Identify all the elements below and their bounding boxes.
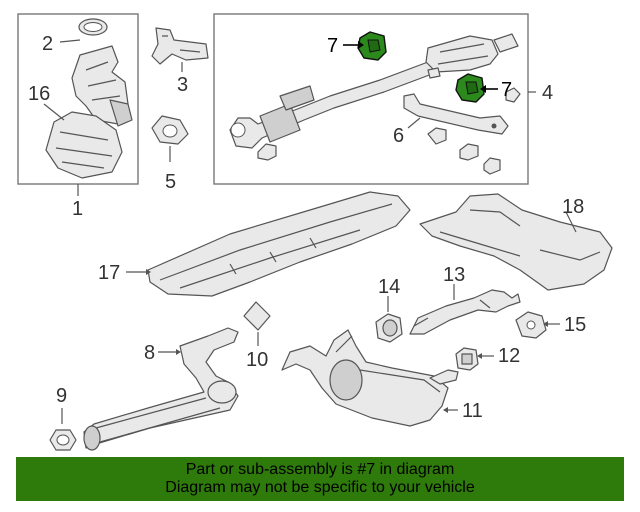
callout-18[interactable]: 18	[562, 196, 584, 218]
callout-15[interactable]: 15	[564, 314, 586, 336]
group-box-4	[213, 13, 529, 185]
front-pipe-part[interactable]	[229, 33, 519, 149]
bracket-part-6[interactable]	[403, 93, 509, 135]
nut-part[interactable]	[459, 143, 479, 161]
intermediate-pipe-part-13[interactable]	[409, 289, 521, 335]
bracket-part-3[interactable]	[151, 27, 209, 65]
insulator-part-7-lower[interactable]	[455, 73, 485, 103]
callout-5[interactable]: 5	[165, 171, 176, 193]
info-banner: Part or sub-assembly is #7 in diagram Di…	[16, 457, 624, 501]
callout-7-upper[interactable]: 7	[327, 35, 338, 57]
callout-8[interactable]: 8	[144, 342, 155, 364]
gasket-part-2[interactable]	[78, 18, 108, 36]
gasket-part-9[interactable]	[49, 429, 77, 451]
callout-9[interactable]: 9	[56, 385, 67, 407]
resonator-part-8[interactable]	[83, 327, 239, 451]
callout-2[interactable]: 2	[42, 33, 53, 55]
nut-part[interactable]	[483, 157, 501, 175]
callout-4[interactable]: 4	[542, 82, 553, 104]
callout-10[interactable]: 10	[246, 349, 268, 371]
insulator-part-12[interactable]	[455, 347, 479, 371]
gasket-part-5[interactable]	[151, 115, 189, 145]
nut-part[interactable]	[427, 127, 447, 145]
insulator-part-7-upper[interactable]	[357, 31, 387, 61]
clamp-part[interactable]	[505, 87, 521, 103]
callout-11[interactable]: 11	[462, 400, 483, 422]
muffler-part-11[interactable]	[281, 329, 459, 427]
banner-line-1: Part or sub-assembly is #7 in diagram	[185, 461, 455, 478]
callout-13[interactable]: 13	[443, 264, 465, 286]
callout-7-lower[interactable]: 7	[501, 79, 512, 101]
heat-shield-part-16[interactable]	[45, 111, 123, 179]
callout-3[interactable]: 3	[177, 74, 188, 96]
callout-17[interactable]: 17	[98, 262, 120, 284]
callout-12[interactable]: 12	[498, 345, 520, 367]
callout-1[interactable]: 1	[72, 198, 83, 220]
callout-16[interactable]: 16	[28, 83, 50, 105]
nut-part[interactable]	[257, 143, 277, 161]
clamp-part-14[interactable]	[375, 313, 403, 343]
heat-shield-part-17[interactable]	[147, 191, 411, 297]
callout-14[interactable]: 14	[378, 276, 400, 298]
callout-6[interactable]: 6	[393, 125, 404, 147]
exhaust-manifold-part[interactable]	[71, 45, 133, 127]
hanger-part-15[interactable]	[515, 311, 547, 339]
banner-line-2: Diagram may not be specific to your vehi…	[165, 479, 475, 496]
gasket-part-10[interactable]	[243, 301, 271, 331]
heat-shield-part-18[interactable]	[419, 193, 613, 291]
